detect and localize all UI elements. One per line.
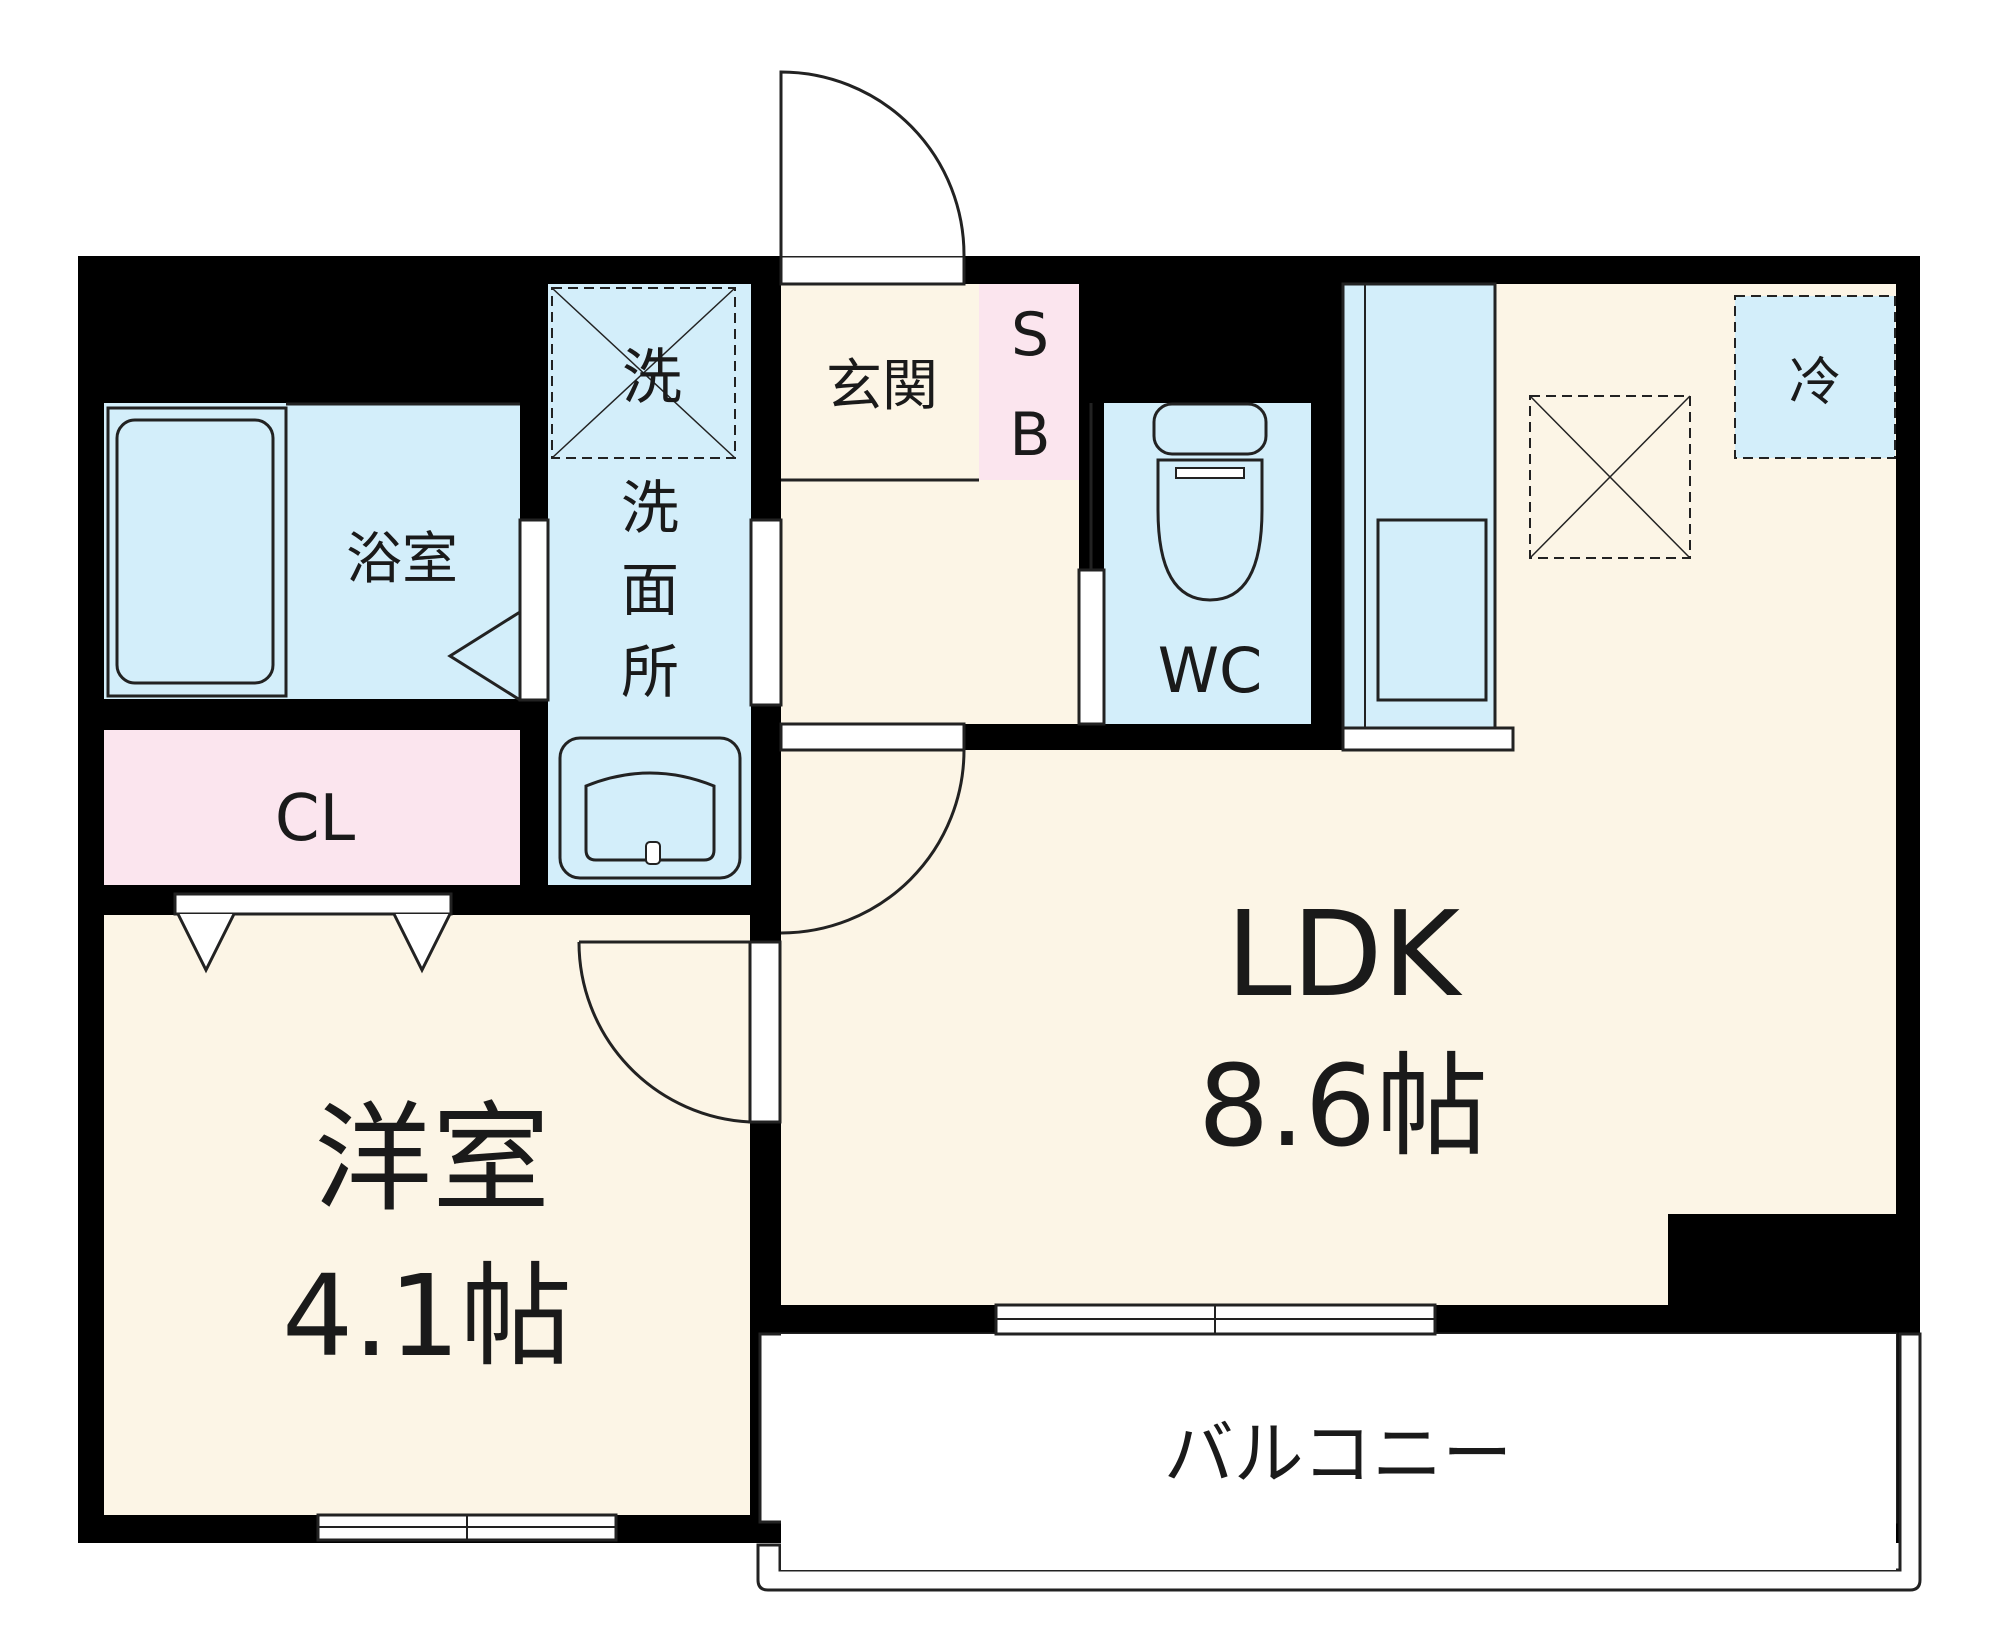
closet-floor bbox=[104, 730, 520, 885]
western-room-floor bbox=[104, 915, 750, 1515]
bath-door-swing-icon bbox=[447, 610, 521, 702]
balcony-floor bbox=[781, 1334, 1896, 1570]
kitchen-sink bbox=[1376, 518, 1488, 702]
washroom-door-frame bbox=[749, 518, 783, 707]
washroom-label-3: 所 bbox=[621, 638, 679, 706]
closet-door-left-icon bbox=[176, 913, 236, 974]
closet-door-right-icon bbox=[392, 913, 452, 974]
entrance-door-swing-icon bbox=[779, 70, 966, 257]
western-door-swing-icon bbox=[577, 940, 752, 1124]
fridge-space bbox=[1734, 295, 1896, 459]
hall-door-swing-icon bbox=[780, 749, 966, 935]
washbasin-bowl bbox=[584, 771, 716, 862]
western-room-name: 洋室 bbox=[314, 1090, 550, 1228]
closet-door-track bbox=[173, 892, 453, 916]
hallway-floor bbox=[781, 480, 1079, 724]
balcony-label: バルコニー bbox=[1164, 1413, 1513, 1495]
bath-label: 浴室 bbox=[346, 527, 458, 592]
toilet-seat-edge bbox=[1175, 467, 1245, 479]
fridge-label: 冷 bbox=[1789, 353, 1841, 413]
washbasin-drain bbox=[645, 841, 661, 865]
western-room-size: 4.1帖 bbox=[282, 1252, 572, 1382]
entrance-floor bbox=[781, 284, 979, 480]
toilet-tank bbox=[1152, 402, 1268, 456]
ldk-floor bbox=[781, 284, 1896, 1305]
entrance-door-frame bbox=[779, 254, 966, 286]
ldk-size: 8.6帖 bbox=[1198, 1042, 1488, 1172]
closet-label: CL bbox=[275, 782, 356, 856]
balcony-rail bbox=[756, 1332, 1922, 1592]
kitchen-counter-base bbox=[1341, 726, 1515, 752]
shoebox-label-s: S bbox=[1011, 300, 1049, 370]
washer-pan-diag-2 bbox=[551, 287, 736, 459]
entrance-label: 玄関 bbox=[826, 354, 938, 419]
hall-door-frame bbox=[779, 722, 966, 752]
toilet-bowl bbox=[1156, 458, 1264, 602]
shoebox-floor bbox=[979, 284, 1079, 480]
western-door-frame bbox=[748, 940, 782, 1124]
shoebox-label-b: B bbox=[1009, 400, 1050, 470]
bath-door-frame bbox=[518, 518, 550, 702]
laundry-label: 洗 bbox=[622, 343, 682, 413]
washroom-label-2: 面 bbox=[621, 556, 679, 624]
wc-door-frame bbox=[1077, 568, 1106, 726]
storage-diag-2 bbox=[1529, 395, 1691, 559]
wc-label: WC bbox=[1158, 634, 1263, 707]
ldk-name: LDK bbox=[1226, 885, 1463, 1023]
bathtub-inner bbox=[115, 418, 275, 685]
storage-space bbox=[1529, 395, 1691, 559]
washroom-label-1: 洗 bbox=[621, 474, 679, 542]
